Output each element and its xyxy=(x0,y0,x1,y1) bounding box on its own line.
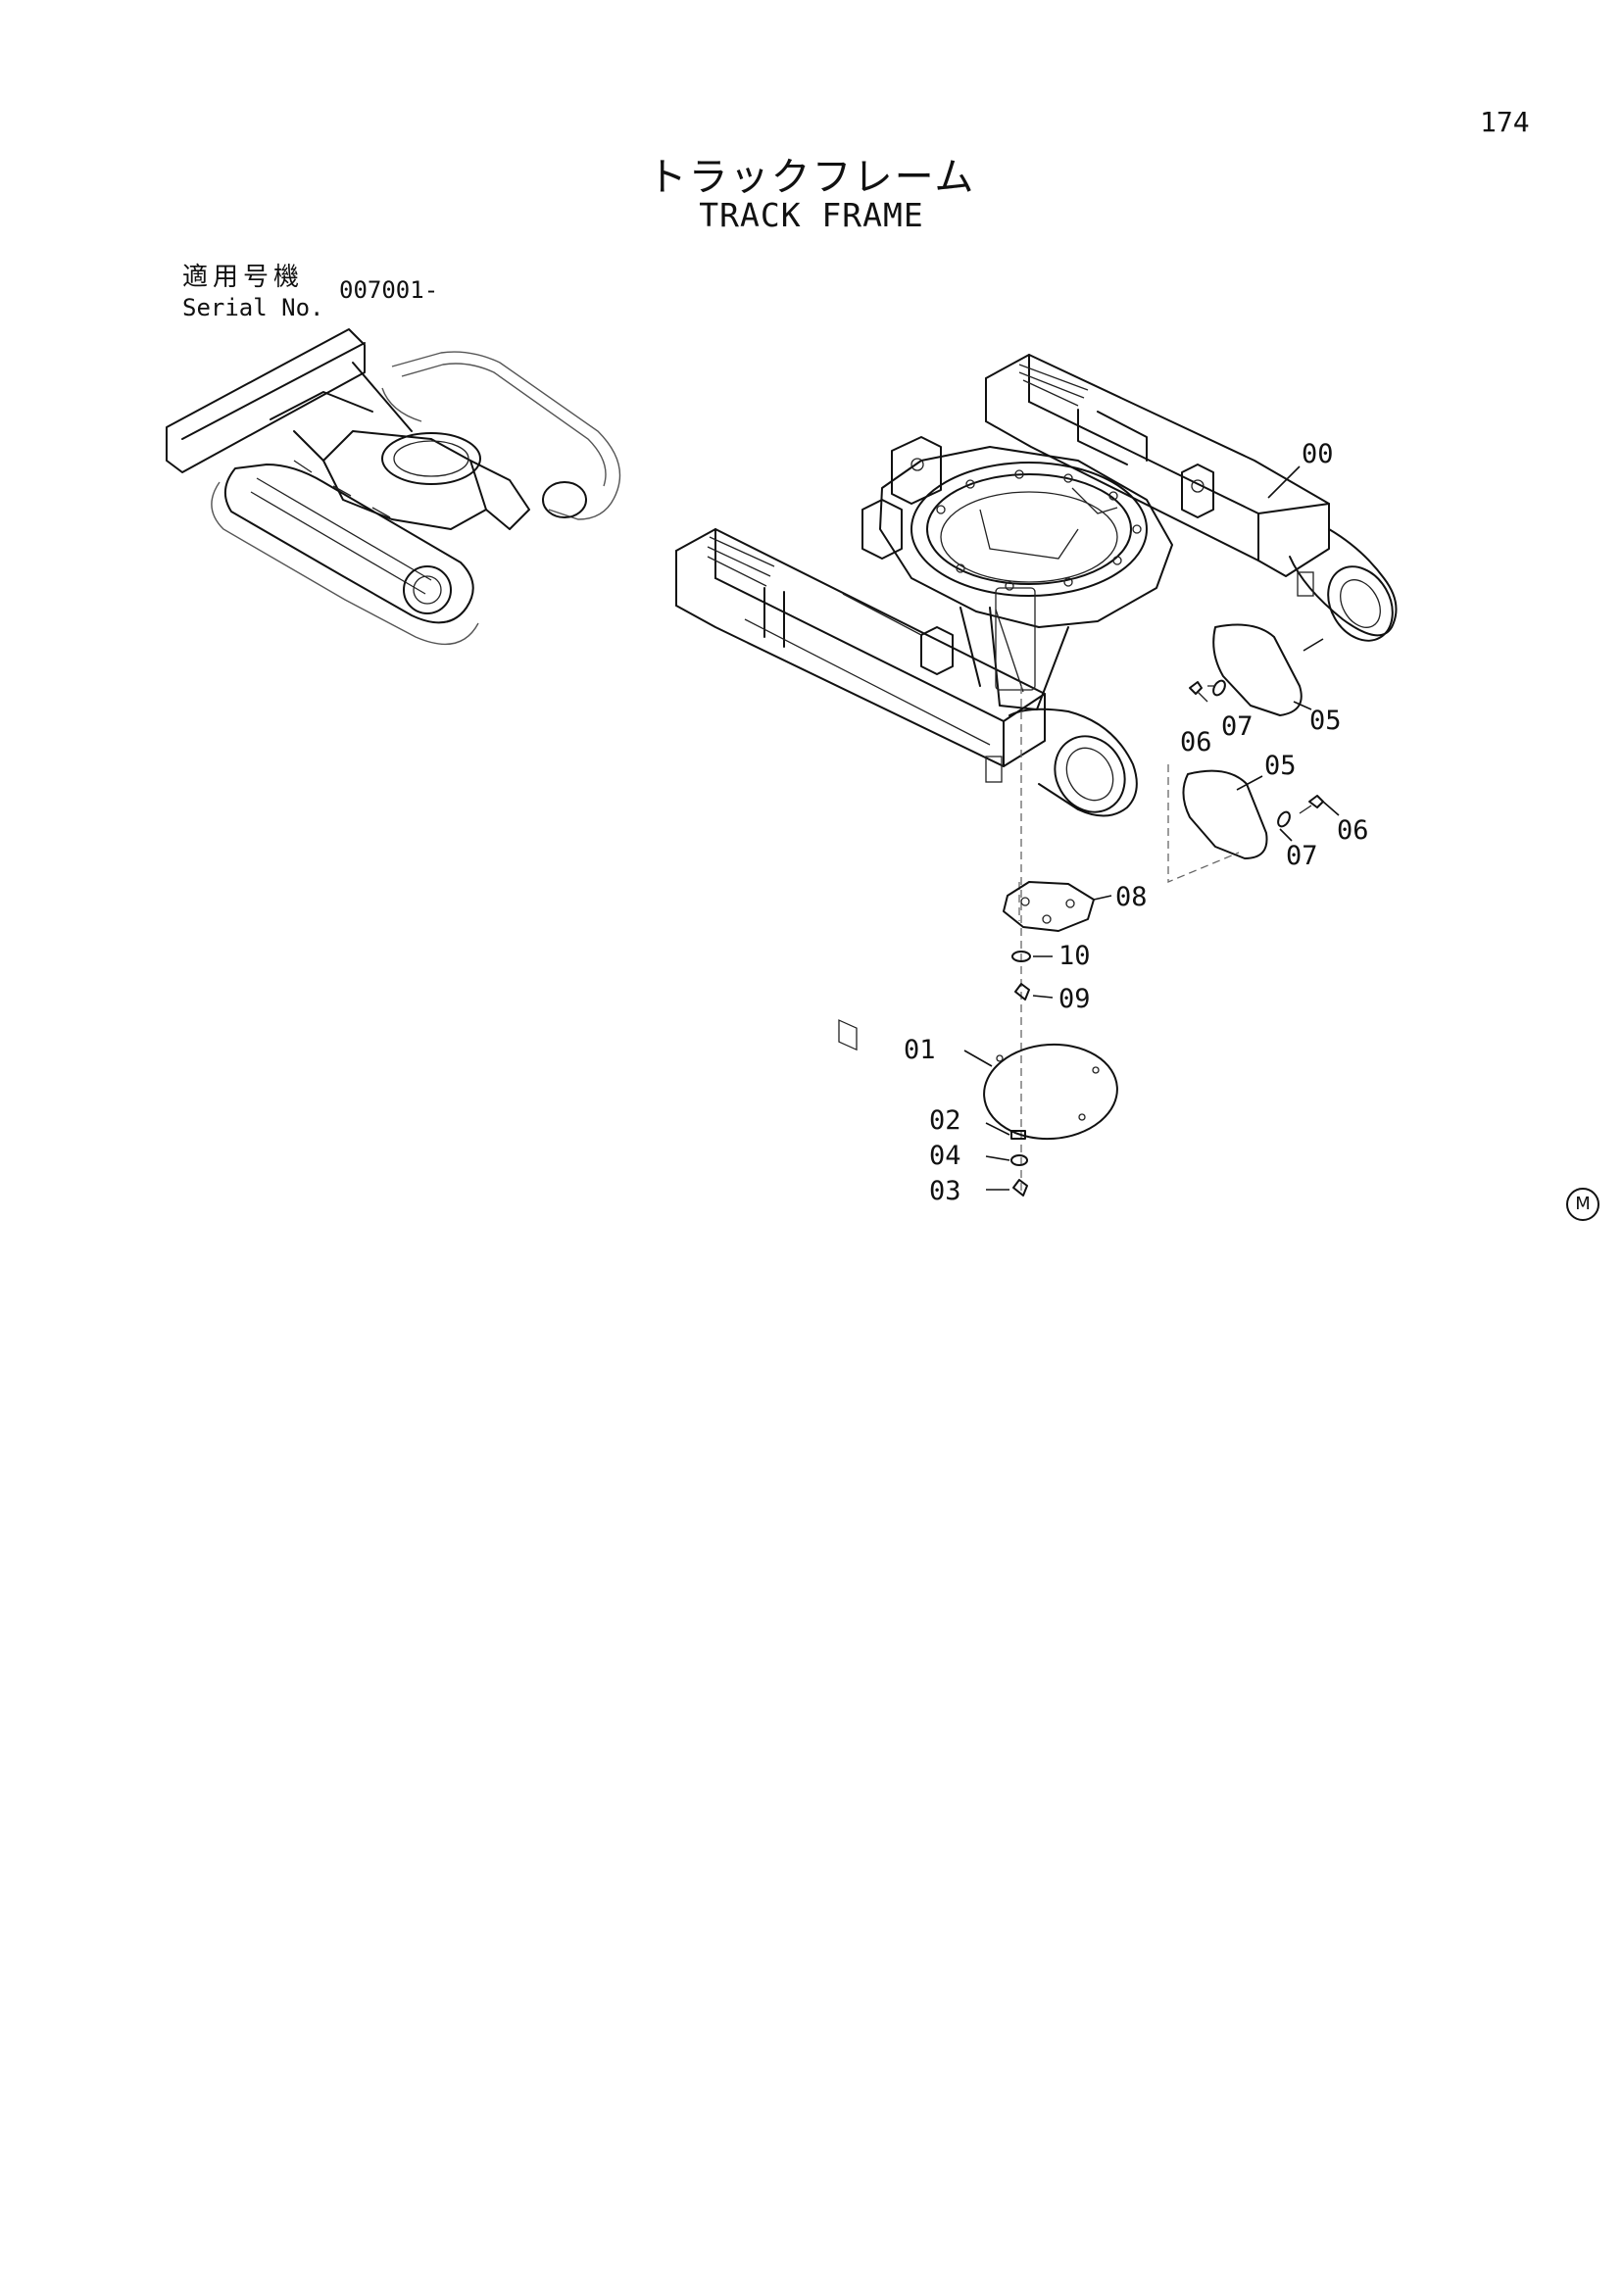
washer-lower xyxy=(1277,810,1291,828)
callout-02: 02 xyxy=(929,1105,961,1136)
page-title: TRACK FRAME xyxy=(699,196,924,234)
serial-number-value: 007001- xyxy=(339,276,439,304)
callout-10: 10 xyxy=(1058,941,1091,971)
page-title-japanese: トラックフレーム xyxy=(647,155,976,200)
bolt-09 xyxy=(1014,983,1030,1001)
callout-05: 05 xyxy=(1264,751,1297,781)
under-cover xyxy=(983,1043,1118,1141)
motor-plate xyxy=(1003,881,1095,932)
callout-04: 04 xyxy=(929,1141,961,1171)
callout-00: 00 xyxy=(1302,439,1334,469)
washer-10 xyxy=(1011,951,1031,962)
track-frame-assembly xyxy=(675,354,1398,1051)
washer-upper xyxy=(1212,679,1226,697)
page-number: 174 xyxy=(1480,106,1530,138)
bolt-03 xyxy=(1012,1179,1028,1197)
washer-04 xyxy=(1010,1154,1028,1166)
callout-05: 05 xyxy=(1309,706,1342,736)
serial-label: Serial No. xyxy=(182,294,324,321)
callout-01: 01 xyxy=(904,1035,936,1065)
washer-02 xyxy=(1010,1130,1026,1140)
serial-label-japanese: 適用号機 xyxy=(182,263,305,292)
cover-plate-lower xyxy=(1182,769,1268,859)
callout-07: 07 xyxy=(1221,711,1254,742)
bolt-upper xyxy=(1189,681,1208,703)
machine-overview-illustration xyxy=(166,328,621,646)
cover-plate-upper xyxy=(1212,623,1303,716)
callout-08: 08 xyxy=(1115,882,1148,912)
callout-06: 06 xyxy=(1337,815,1369,846)
callout-09: 09 xyxy=(1058,984,1091,1014)
callout-06: 06 xyxy=(1180,727,1212,757)
callout-07: 07 xyxy=(1286,841,1318,871)
bolt-lower xyxy=(1299,795,1324,814)
model-mark: M xyxy=(1566,1188,1599,1221)
callout-03: 03 xyxy=(929,1176,961,1206)
